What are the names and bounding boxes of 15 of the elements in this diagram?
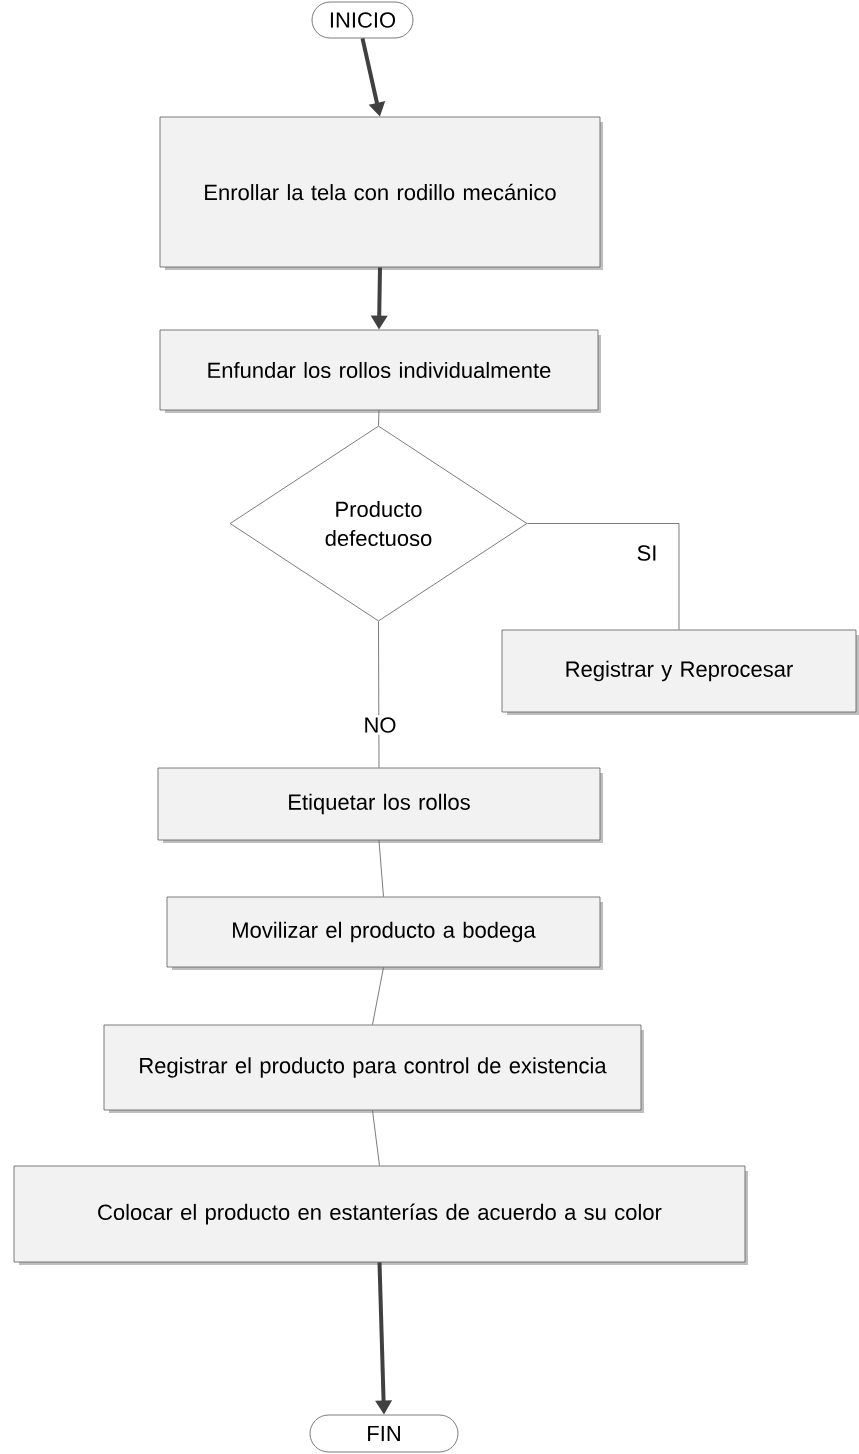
process-box: Enfundar los rollos individualmente: [159, 329, 601, 413]
process-box: Registrar el producto para control de existencia: [103, 1024, 644, 1113]
connector-line: [378, 410, 380, 426]
process-box: Enrollar la tela con rodillo mecánico: [159, 116, 603, 270]
connector-line: [378, 621, 380, 768]
edge-label: NO: [361, 715, 399, 735]
process-box: Registrar y Reprocesar: [501, 629, 859, 715]
connector-line: [372, 1110, 380, 1166]
edge-label: SI: [634, 543, 660, 563]
connector-line: [372, 967, 384, 1025]
connector-line: [527, 523, 680, 630]
process-box: Colocar el producto en estanterías de acuerdo a su color: [13, 1165, 748, 1265]
process-box: Movilizar el producto a bodega: [166, 896, 603, 970]
connector-line: [378, 840, 384, 897]
process-box: Etiquetar los rollos: [157, 767, 603, 843]
